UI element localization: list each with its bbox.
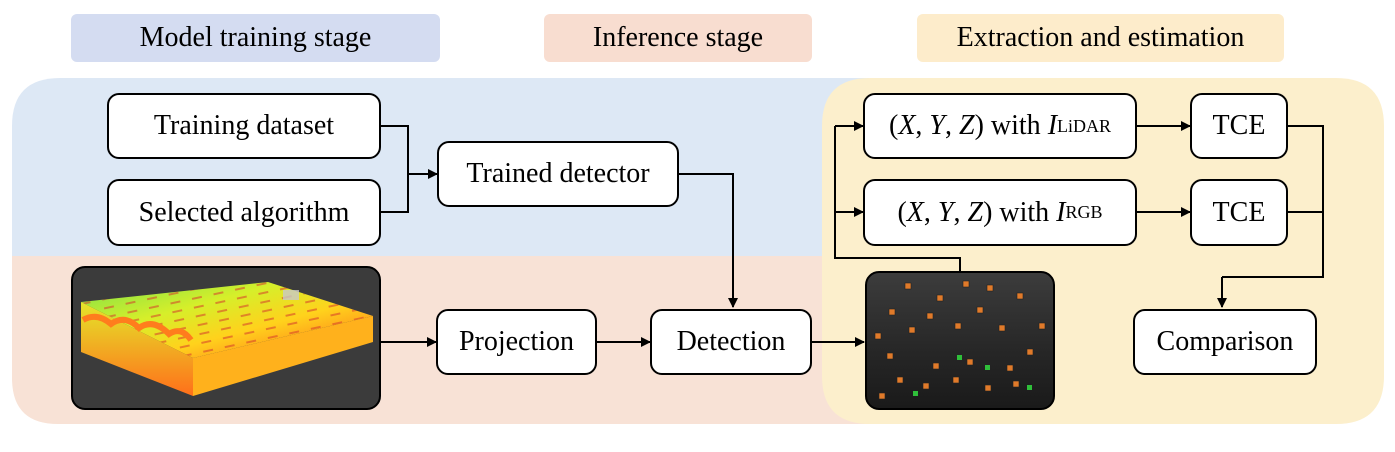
lidar-coord-x: X [898, 110, 916, 141]
detected-targets-graphic [874, 280, 1046, 400]
point-cloud-image [71, 266, 381, 410]
rgb-coord-z: Z [967, 196, 984, 228]
point-cloud-graphic [81, 282, 373, 396]
lidar-intensity-subscript: LiDAR [1057, 115, 1112, 136]
arrow-detector-to-detection [679, 173, 738, 308]
training-dataset-box: Training dataset [107, 93, 381, 159]
arrow-dataset-to-detector [381, 125, 438, 179]
trained-detector-box: Trained detector [437, 141, 679, 207]
lidar-coord-z: Z [959, 110, 975, 141]
rgb-coord-y: Y [937, 196, 954, 228]
rgb-coord-x: X [906, 196, 924, 228]
inference-stage-label: Inference stage [544, 14, 812, 62]
detection-box: Detection [650, 309, 812, 375]
selected-algorithm-box: Selected algorithm [107, 179, 381, 246]
comparison-box: Comparison [1133, 309, 1317, 375]
detection-result-image [865, 271, 1055, 410]
projection-box: Projection [436, 309, 597, 375]
rgb-intensity-subscript: RGB [1065, 202, 1103, 222]
extraction-stage-label: Extraction and estimation [917, 14, 1284, 62]
rgb-coords-sep1: , [923, 196, 938, 228]
lidar-coords-sep1: , [915, 110, 930, 141]
rgb-coords-suffix: ) with [983, 196, 1057, 228]
tce-rgb-box: TCE [1190, 179, 1288, 246]
training-stage-label: Model training stage [71, 14, 440, 62]
lidar-intensity-var: I [1047, 110, 1058, 141]
rgb-intensity-var: I [1056, 196, 1066, 228]
lidar-coords-prefix: ( [888, 110, 899, 141]
tce-lidar-box: TCE [1190, 93, 1288, 159]
lidar-coord-y: Y [929, 110, 945, 141]
lidar-coords-suffix: ) with [974, 110, 1048, 141]
lidar-coords-sep2: , [945, 110, 959, 141]
rgb-coords-sep2: , [953, 196, 968, 228]
rgb-coords-prefix: ( [897, 196, 907, 228]
line-result-up [834, 126, 961, 271]
line-algorithm-to-junction [381, 174, 409, 213]
line-tce1-out [1222, 125, 1324, 278]
